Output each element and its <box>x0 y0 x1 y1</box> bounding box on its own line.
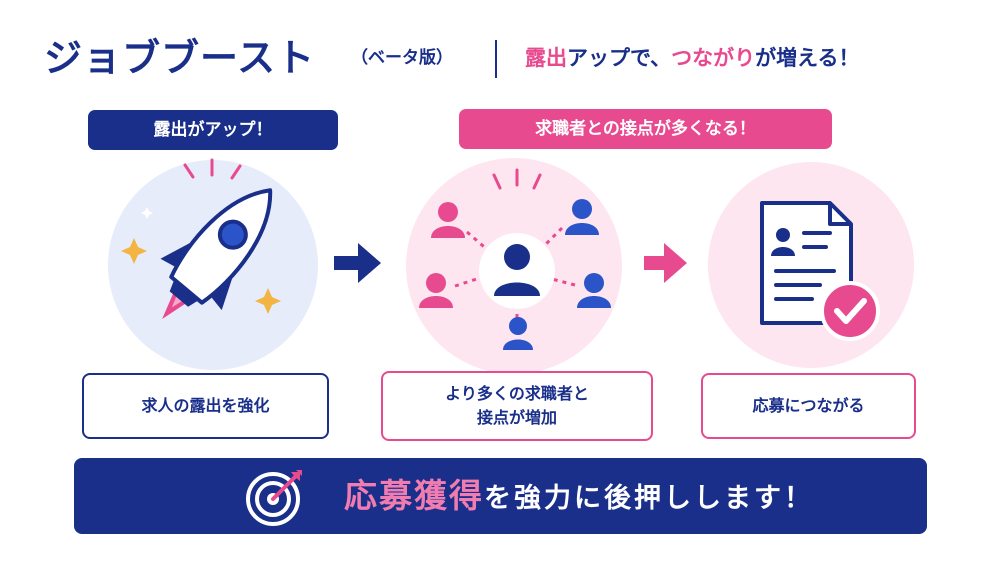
rocket-icon <box>160 188 273 319</box>
tagline-text-1: アップで、 <box>567 46 672 70</box>
step2-badge: 求職者との接点が多くなる！ <box>459 109 832 149</box>
step2-label-line2: 接点が増加 <box>476 408 557 427</box>
sparkle-icon <box>121 238 147 264</box>
tagline-emphasis-exposure: 露出 <box>525 46 567 70</box>
step2-label: より多くの求職者と接点が増加 <box>381 371 653 441</box>
bottom-banner: 応募獲得を強力に後押しします！ <box>74 458 927 534</box>
page-title: ジョブブースト <box>44 36 316 80</box>
target-icon <box>246 470 302 526</box>
header: ジョブブースト （ベータ版） 露出アップで、つながりが増える！ <box>44 30 964 86</box>
person-icon <box>419 273 453 308</box>
center-person-icon <box>494 244 540 296</box>
person-icon <box>565 199 599 235</box>
resume-illustration <box>708 162 914 368</box>
tagline-emphasis-connection: つながり <box>671 46 756 70</box>
step1-label: 求人の露出を強化 <box>82 373 329 439</box>
sparkle-icon <box>255 288 281 314</box>
person-icon <box>577 273 611 308</box>
step1-badge: 露出がアップ！ <box>88 110 338 150</box>
page-subtitle: （ベータ版） <box>351 48 453 68</box>
rocket-illustration <box>108 158 318 370</box>
person-icon <box>431 202 465 238</box>
header-divider <box>495 40 497 78</box>
burst-lines <box>183 158 242 180</box>
banner-text: 応募獲得を強力に後押しします！ <box>344 458 814 534</box>
sparkle-icon <box>141 207 153 219</box>
arrow-right-icon <box>644 243 687 283</box>
arrow-right-icon <box>334 243 381 283</box>
person-icon <box>503 317 533 350</box>
check-circle-icon <box>820 281 880 341</box>
resume-check-icon <box>760 201 880 341</box>
banner-rest: を強力に後押しします！ <box>484 483 814 514</box>
step2-label-line1: より多くの求職者と <box>445 384 589 403</box>
tagline: 露出アップで、つながりが増える！ <box>525 42 860 74</box>
tagline-text-2: が増える！ <box>755 46 860 70</box>
step3-label: 応募につながる <box>701 373 916 439</box>
banner-emphasis: 応募獲得 <box>344 476 484 515</box>
network-illustration <box>406 158 622 374</box>
